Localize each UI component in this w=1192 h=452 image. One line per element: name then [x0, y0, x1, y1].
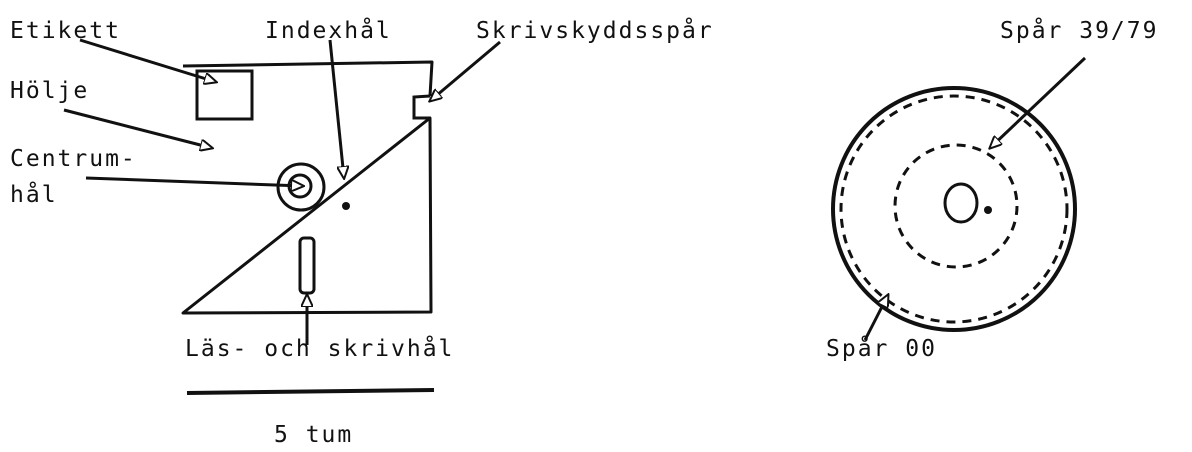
disk	[831, 86, 1077, 332]
disk-outline	[831, 86, 1077, 332]
arrow-write-protect	[430, 40, 501, 101]
read-write-slot-label: Läs- och skrivhål	[185, 334, 454, 362]
disk-index-dot	[984, 206, 992, 214]
arrow-label-area	[79, 38, 216, 82]
write-protect-label: Skrivskyddsspår	[476, 16, 714, 44]
disk-center-hole	[943, 182, 979, 224]
write-protect-notch	[412, 94, 431, 120]
label-area	[195, 69, 254, 121]
index-hole-label: Indexhål	[265, 16, 392, 44]
disk-arrows	[863, 56, 1087, 341]
center-hole-outer	[276, 162, 326, 212]
arrow-outer-track	[863, 295, 888, 341]
floppy-jacket	[181, 60, 434, 315]
scale-label: 5 tum	[274, 422, 353, 448]
inner-track-label: Spår 39/79	[1000, 16, 1158, 44]
index-hole	[342, 202, 350, 210]
read-write-slot	[298, 236, 316, 295]
outer-track	[839, 94, 1069, 324]
inner-track	[893, 143, 1019, 269]
arrow-inner-track	[990, 56, 1087, 148]
arrow-jacket	[63, 108, 212, 148]
arrow-center-hole	[85, 176, 303, 186]
outer-track-label: Spår 00	[826, 334, 937, 362]
jacket-label: Hölje	[10, 78, 89, 104]
label-area-label: Etikett	[10, 18, 121, 44]
scale-bar	[186, 388, 435, 395]
center-hole-label-line2: hål	[10, 180, 58, 208]
floppy-arrows	[63, 38, 501, 345]
jacket-outline	[181, 60, 434, 315]
center-hole-label-line1: Centrum-	[10, 146, 137, 172]
arrow-index-hole	[328, 39, 344, 178]
